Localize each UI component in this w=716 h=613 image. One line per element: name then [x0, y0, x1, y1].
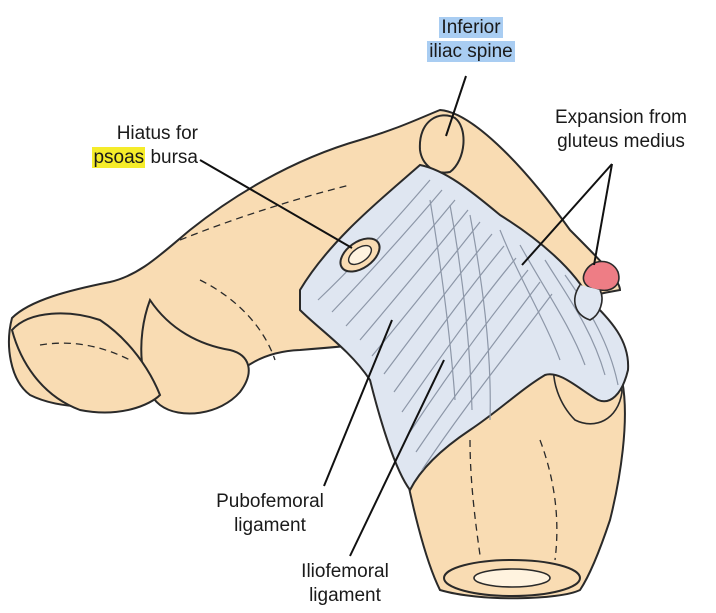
label-pubofemoral-ligament: Pubofemoral ligament	[200, 490, 340, 538]
inferior-iliac-spine-knob	[418, 114, 465, 174]
label-psoas-highlight: psoas	[92, 147, 146, 168]
label-pubofemoral-line2: ligament	[234, 515, 306, 536]
label-inferior-iliac-spine-line2: iliac spine	[427, 41, 515, 62]
ligament-fibres	[317, 179, 619, 471]
leader-lines	[199, 75, 613, 557]
label-hiatus-psoas-bursa: Hiatus for psoas bursa	[72, 122, 198, 170]
ligament-capsule	[299, 163, 630, 492]
gluteus-medius-band	[574, 284, 603, 321]
label-inferior-iliac-spine-line1: Inferior	[439, 17, 503, 38]
label-iliofemoral-ligament: Iliofemoral ligament	[280, 560, 410, 608]
label-pubofemoral-line1: Pubofemoral	[216, 491, 324, 512]
label-hiatus-line1: Hiatus for	[116, 123, 198, 144]
label-expansion-line1: Expansion from	[554, 107, 687, 128]
label-expansion-gluteus-medius: Expansion from gluteus medius	[536, 106, 706, 154]
label-expansion-line2: gluteus medius	[557, 131, 685, 152]
femur-medullary-canal	[473, 568, 551, 588]
label-inferior-iliac-spine: Inferior iliac spine	[416, 16, 526, 64]
ischium	[10, 312, 162, 414]
gluteus-medius-expansion	[582, 260, 620, 292]
label-iliofemoral-line2: ligament	[309, 585, 381, 606]
label-iliofemoral-line1: Iliofemoral	[301, 561, 389, 582]
dashed-contours	[39, 184, 558, 561]
label-bursa-text: bursa	[145, 147, 198, 168]
psoas-bursa-inner	[347, 244, 373, 266]
